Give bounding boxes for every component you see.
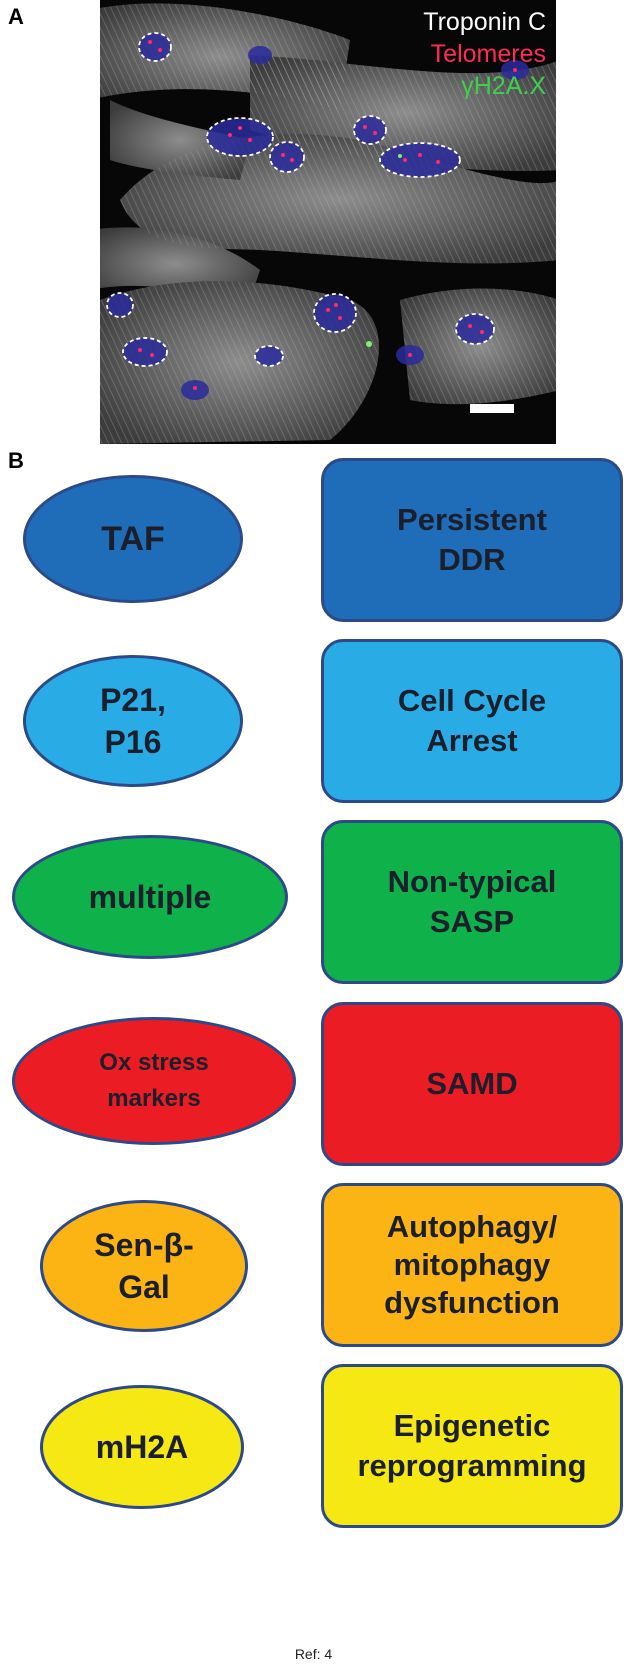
marker-label: Sen-β-Gal <box>94 1227 194 1305</box>
feature-box-autophagy: Autophagy/ mitophagy dysfunction <box>321 1183 623 1347</box>
feature-box-cell-cycle: Cell Cycle Arrest <box>321 639 623 803</box>
marker-label: P21, P16 <box>100 682 166 760</box>
feature-label: SAMD <box>426 1066 518 1101</box>
reference-note: Ref: 4 <box>294 1646 333 1662</box>
feature-box-epigenetic: Epigenetic reprogramming <box>321 1364 623 1528</box>
marker-ellipse-sen-b-gal: Sen-β-Gal <box>40 1200 248 1332</box>
marker-label: mH2A <box>95 1428 189 1465</box>
feature-box-sasp: Non-typical SASP <box>321 820 623 984</box>
marker-ellipse-p21-p16: P21, P16 <box>23 655 243 787</box>
legend-gh2ax: γH2A.X <box>461 72 546 100</box>
marker-label: TAF <box>101 519 165 558</box>
marker-ellipse-mh2a: mH2A <box>40 1385 244 1509</box>
panel-a-label: A <box>8 4 24 29</box>
legend-troponin: Troponin C <box>423 8 546 36</box>
legend-telomeres: Telomeres <box>430 40 546 68</box>
feature-box-samd: SAMD <box>321 1002 623 1166</box>
feature-label: Non-typical SASP <box>387 864 557 939</box>
feature-label: Epigenetic reprogramming <box>357 1408 587 1483</box>
marker-label: multiple <box>88 878 212 915</box>
feature-box-ddr: Persistent DDR <box>321 458 623 622</box>
marker-label: Ox stress markers <box>99 1049 209 1112</box>
scale-bar <box>470 404 514 413</box>
marker-ellipse-ox-stress: Ox stress markers <box>12 1017 296 1145</box>
feature-label: Autophagy/ mitophagy dysfunction <box>384 1209 560 1320</box>
panel-b-label: B <box>8 448 24 473</box>
microscopy-image: Troponin C Telomeres γH2A.X <box>100 0 556 444</box>
stain-legend: Troponin C Telomeres γH2A.X <box>423 6 546 102</box>
microscopy-illustration <box>100 0 556 444</box>
feature-label: Cell Cycle Arrest <box>397 683 547 758</box>
marker-ellipse-taf: TAF <box>23 475 243 603</box>
marker-ellipse-multiple: multiple <box>12 835 288 959</box>
feature-label: Persistent DDR <box>397 502 547 577</box>
